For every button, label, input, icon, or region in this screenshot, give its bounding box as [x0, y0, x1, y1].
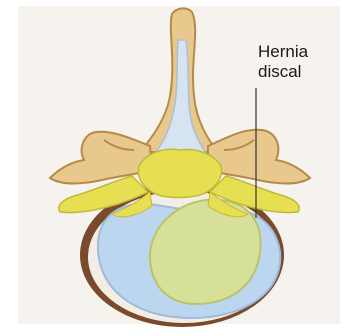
spinal-cord [138, 149, 221, 197]
hernia-label-line-2: discal [258, 62, 308, 82]
hernia-label: Hernia discal [258, 42, 308, 82]
hernia-label-line-1: Hernia [258, 42, 308, 62]
